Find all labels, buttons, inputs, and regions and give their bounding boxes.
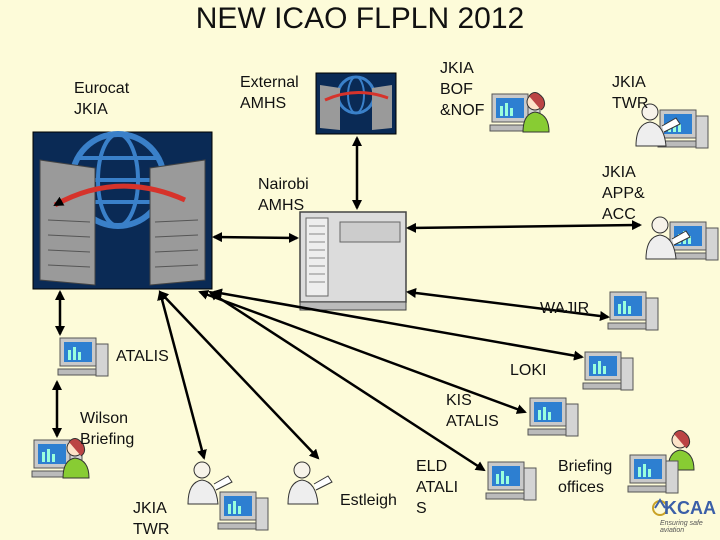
label-kis-atalis: KIS ATALIS <box>446 392 499 430</box>
arrow-app-server <box>406 220 642 233</box>
label-jkia-twr-top: JKIA TWR <box>612 74 649 112</box>
arrow-eurocat-server <box>212 232 299 243</box>
label-loki: LOKI <box>510 362 547 379</box>
kcaa-logo-word: KCAA <box>664 498 716 518</box>
kcaa-logo-tagline: Ensuring safe aviation <box>660 520 703 534</box>
label-atalis: ATALIS <box>116 348 169 365</box>
eurocat-system-icon <box>32 131 213 290</box>
label-briefing-offices: Briefing offices <box>558 458 613 496</box>
page-title: NEW ICAO FLPLN 2012 <box>195 2 525 35</box>
arrow-eurocat-eld <box>208 290 486 472</box>
label-estleigh: Estleigh <box>340 492 397 509</box>
label-wajir: WAJIR <box>540 300 590 317</box>
label-jkia-twr-bottom: JKIA TWR <box>133 500 170 538</box>
label-external-amhs: External AMHS <box>240 74 299 112</box>
label-wilson-briefing: Wilson Briefing <box>80 410 135 448</box>
label-jkia-app-acc: JKIA APP& ACC <box>602 164 645 223</box>
label-nairobi-amhs: Nairobi AMHS <box>258 176 309 214</box>
external-amhs-icon <box>315 72 397 135</box>
label-eurocat-jkia: Eurocat JKIA <box>74 80 130 118</box>
label-jkia-bof-nof: JKIA BOF &NOF <box>440 60 485 119</box>
label-eld-atalis: ELD ATALI S <box>416 458 459 517</box>
